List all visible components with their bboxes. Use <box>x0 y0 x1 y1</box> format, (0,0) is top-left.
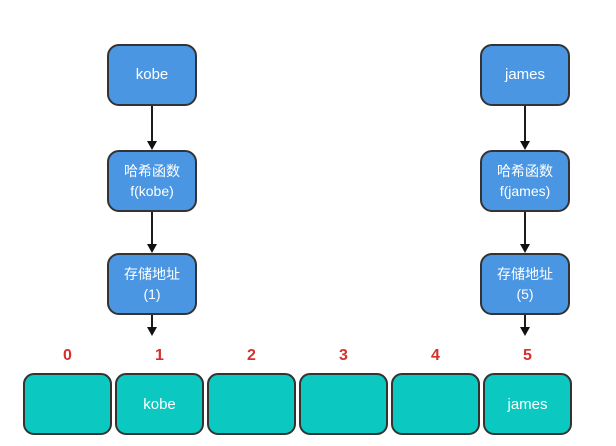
arrow-shaft <box>524 212 526 245</box>
storage-address-node-kobe: 存储地址 (1) <box>107 253 197 315</box>
array-cell <box>23 373 112 435</box>
key-node-james: james <box>480 44 570 106</box>
storage-address-value: (5) <box>516 286 534 302</box>
key-node-kobe: kobe <box>107 44 197 106</box>
array-index-label: 2 <box>247 347 256 364</box>
storage-address-value: (1) <box>143 286 161 302</box>
hash-function-label: 哈希函数 <box>124 163 180 179</box>
arrow-shaft <box>151 315 153 328</box>
arrow-head <box>147 141 157 150</box>
array-index-label: 3 <box>339 347 348 364</box>
arrow-shaft <box>524 106 526 142</box>
arrow-head <box>147 327 157 336</box>
key-label: james <box>504 66 545 83</box>
arrow-down-icon <box>519 315 531 336</box>
arrow-down-icon <box>146 315 158 336</box>
arrow-down-icon <box>519 106 531 150</box>
array-index-label: 4 <box>431 347 440 364</box>
array-cell <box>299 373 388 435</box>
array-cell: kobe <box>115 373 204 435</box>
array-index-row: 0 1 2 3 4 5 <box>23 346 572 365</box>
hash-function-node-kobe: 哈希函数 f(kobe) <box>107 150 197 212</box>
array-cell: james <box>483 373 572 435</box>
arrow-head <box>520 327 530 336</box>
flow-james: james 哈希函数 f(james) 存储地址 (5) <box>480 44 570 336</box>
hash-function-expression: f(kobe) <box>130 183 174 199</box>
array-cell-row: kobe james <box>23 373 572 435</box>
arrow-head <box>520 141 530 150</box>
key-label: kobe <box>135 66 169 83</box>
array-cell <box>207 373 296 435</box>
hash-function-expression: f(james) <box>499 183 551 199</box>
array-index-label: 0 <box>63 347 72 364</box>
array-cell <box>391 373 480 435</box>
arrow-head <box>147 244 157 253</box>
arrow-shaft <box>151 106 153 142</box>
arrow-shaft <box>524 315 526 328</box>
flow-kobe: kobe 哈希函数 f(kobe) 存储地址 (1) <box>107 44 197 336</box>
arrow-down-icon <box>519 212 531 253</box>
arrow-down-icon <box>146 212 158 253</box>
array-index-label: 5 <box>523 347 532 364</box>
array-index-label: 1 <box>155 347 164 364</box>
arrow-down-icon <box>146 106 158 150</box>
hash-function-node-james: 哈希函数 f(james) <box>480 150 570 212</box>
arrow-shaft <box>151 212 153 245</box>
storage-address-node-james: 存储地址 (5) <box>480 253 570 315</box>
storage-address-label: 存储地址 <box>497 266 553 282</box>
storage-address-label: 存储地址 <box>124 266 180 282</box>
arrow-head <box>520 244 530 253</box>
hash-function-label: 哈希函数 <box>497 163 553 179</box>
